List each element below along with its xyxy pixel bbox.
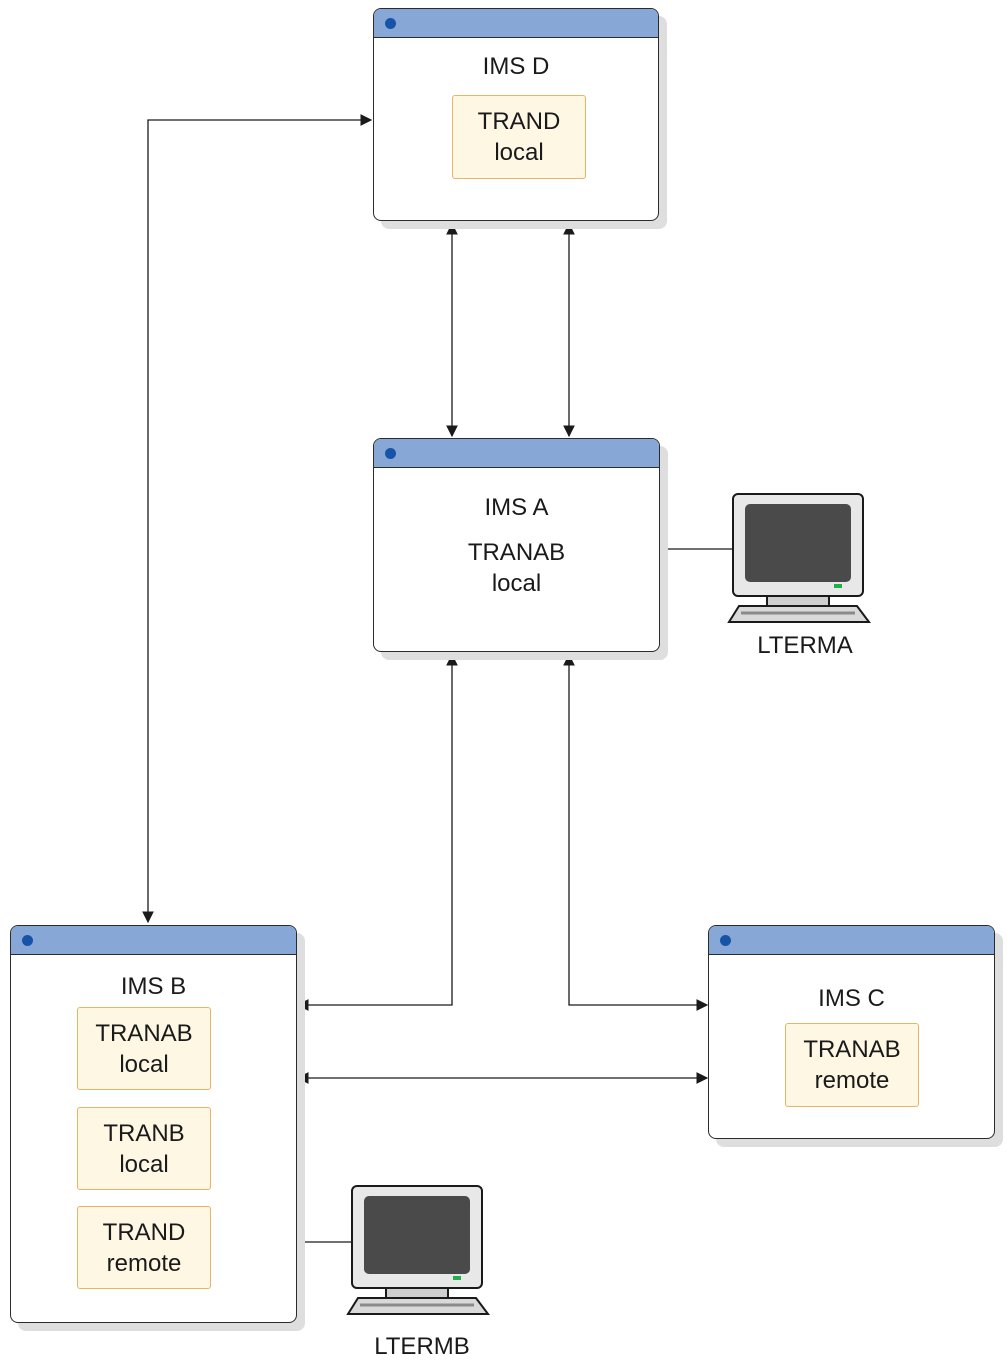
window-dot-icon bbox=[720, 935, 731, 946]
ims-b-window: IMS B TRANAB local TRANB local TRAND rem… bbox=[10, 925, 297, 1323]
transaction-scope: remote bbox=[814, 1067, 890, 1094]
tran-box-trand-local: TRAND local bbox=[452, 95, 586, 179]
window-dot-icon bbox=[22, 935, 33, 946]
tran-box-tranab-local: TRANAB local bbox=[77, 1007, 211, 1090]
tran-box-tranb-local: TRANB local bbox=[77, 1107, 211, 1190]
ims-a-window: IMS A TRANAB local bbox=[373, 438, 660, 652]
transaction-scope: remote bbox=[106, 1249, 182, 1277]
window-dot-icon bbox=[385, 448, 396, 459]
link-a-c bbox=[563, 653, 709, 1011]
terminal-ltermb-icon bbox=[346, 1185, 490, 1315]
ims-d-titlebar bbox=[374, 9, 658, 38]
transaction-scope: local bbox=[119, 1050, 169, 1078]
ims-d-name: IMS D bbox=[482, 53, 550, 80]
terminal-lterma-label: LTERMA bbox=[757, 632, 853, 659]
link-b-d bbox=[142, 114, 373, 924]
tran-box-trand-remote: TRAND remote bbox=[77, 1206, 211, 1289]
ims-c-titlebar bbox=[709, 926, 994, 955]
ims-b-name: IMS B bbox=[120, 973, 187, 1000]
ims-c-name: IMS C bbox=[818, 985, 885, 1012]
window-dot-icon bbox=[385, 18, 396, 29]
transaction-scope: local bbox=[494, 139, 544, 166]
ims-d-window: IMS D TRAND local bbox=[373, 8, 659, 221]
terminal-ltermb-label: LTERMB bbox=[374, 1333, 470, 1360]
transaction-code: TRANB bbox=[103, 1119, 185, 1147]
ims-a-transaction-scope: local bbox=[491, 570, 542, 597]
ims-a-transaction-code: TRANAB bbox=[467, 539, 566, 566]
link-a-b bbox=[296, 653, 458, 1011]
terminal-lterma-icon bbox=[727, 493, 871, 623]
transaction-code: TRANAB bbox=[95, 1019, 193, 1047]
transaction-scope: local bbox=[119, 1150, 169, 1178]
transaction-code: TRAND bbox=[102, 1218, 186, 1246]
tran-box-tranab-remote: TRANAB remote bbox=[785, 1023, 919, 1107]
transaction-code: TRAND bbox=[477, 108, 561, 135]
ims-c-window: IMS C TRANAB remote bbox=[708, 925, 995, 1139]
ims-a-name: IMS A bbox=[484, 494, 549, 521]
ims-b-titlebar bbox=[11, 926, 296, 955]
transaction-code: TRANAB bbox=[803, 1036, 901, 1063]
ims-a-titlebar bbox=[374, 439, 659, 468]
